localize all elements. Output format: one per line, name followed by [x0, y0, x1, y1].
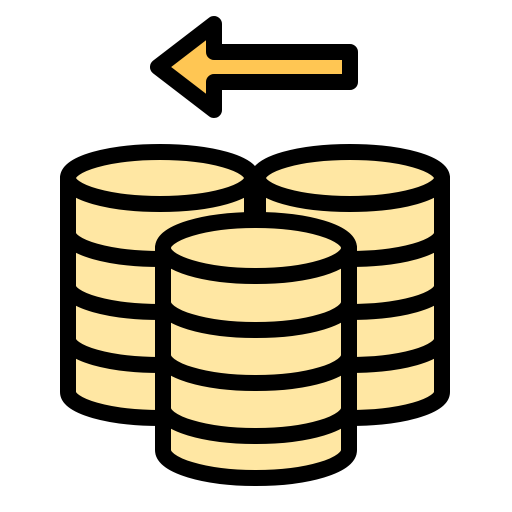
coin-stack-front: [155, 212, 357, 486]
arrow-left-icon: [150, 16, 358, 118]
arrow-head: [150, 16, 358, 118]
